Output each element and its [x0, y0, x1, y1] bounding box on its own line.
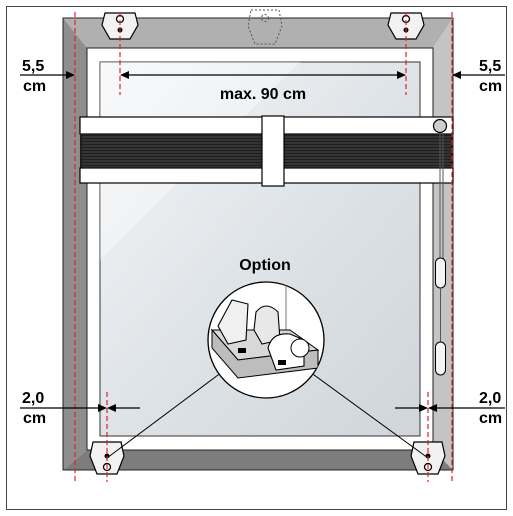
guide-lines [74, 12, 453, 482]
cord-grip-lower [435, 341, 446, 376]
top-left-unit-label: cm [23, 78, 46, 95]
top-right-unit-label: cm [479, 78, 502, 95]
top-left-value-label: 5,5 [22, 58, 44, 75]
dimension-arrows [20, 71, 505, 412]
option-detail-circle [207, 281, 325, 399]
detail-leader-lines [106, 371, 429, 459]
cord-pulley [432, 118, 448, 134]
top-right-value-label: 5,5 [479, 58, 501, 75]
blind-handle [261, 115, 285, 187]
control-cord [435, 133, 446, 376]
top-center-bracket-optional [247, 9, 283, 45]
max-width-label: max. 90 cm [220, 86, 306, 103]
bottom-left-value-label: 2,0 [22, 390, 44, 407]
cord-grip-upper [435, 257, 446, 289]
bottom-left-unit-label: cm [23, 410, 46, 427]
option-label: Option [239, 257, 291, 274]
bottom-right-unit-label: cm [479, 410, 502, 427]
bottom-right-value-label: 2,0 [479, 390, 501, 407]
pleated-blind [79, 115, 454, 187]
